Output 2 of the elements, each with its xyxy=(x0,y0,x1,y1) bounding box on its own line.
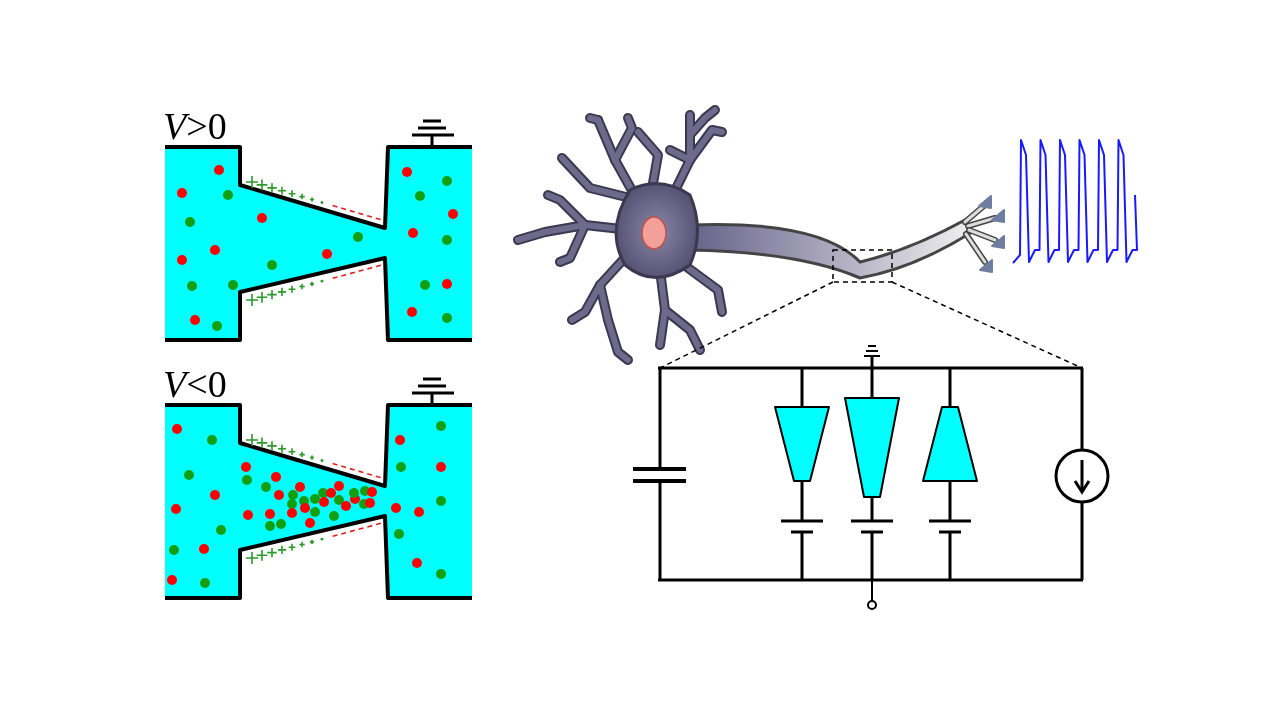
voltage-label: V>0 xyxy=(163,106,227,146)
voltage-label: V<0 xyxy=(163,364,227,404)
